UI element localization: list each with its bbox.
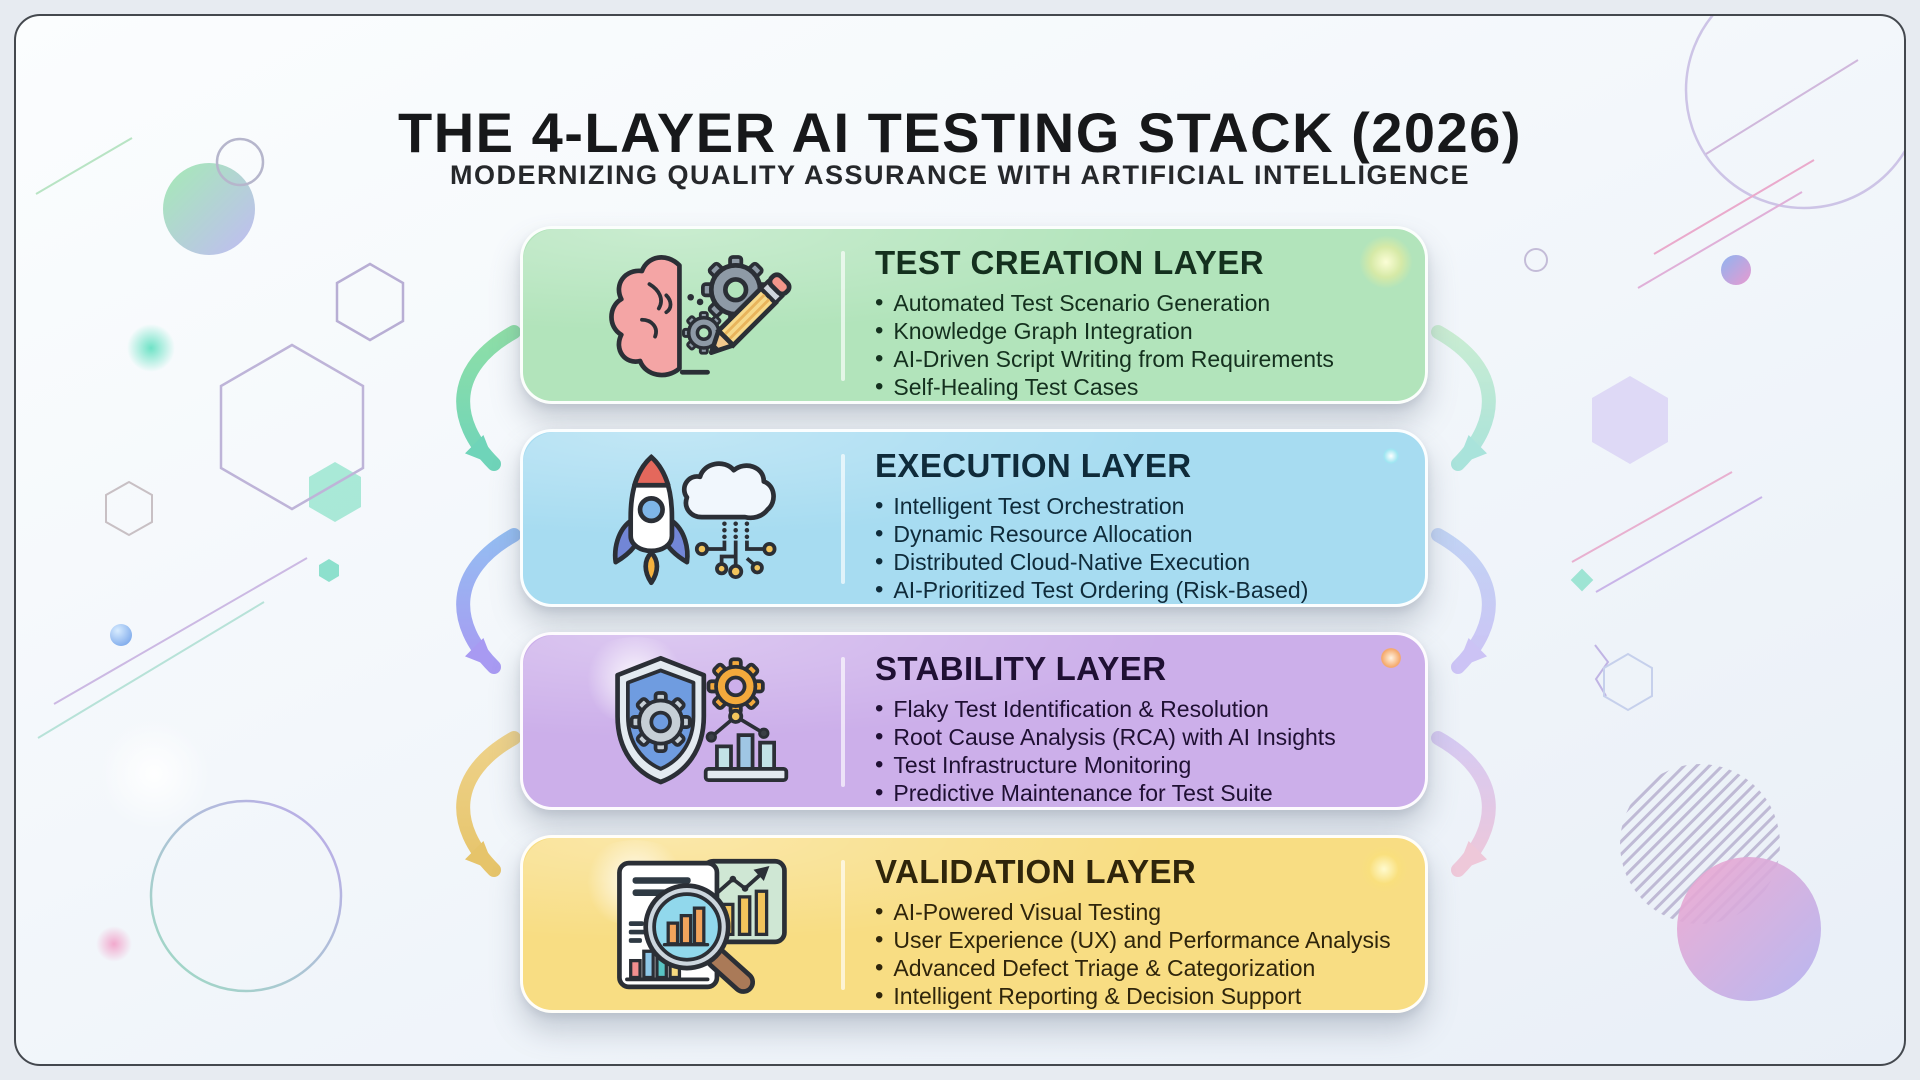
layer-bullet-list: Flaky Test Identification & Resolution R… bbox=[875, 695, 1409, 807]
divider bbox=[841, 251, 845, 381]
bullet-item: Intelligent Test Orchestration bbox=[875, 492, 1409, 520]
bullet-item: AI-Powered Visual Testing bbox=[875, 898, 1409, 926]
layer-title: TEST CREATION LAYER bbox=[875, 244, 1264, 281]
divider bbox=[841, 657, 845, 787]
decor-top-left bbox=[35, 137, 405, 582]
divider bbox=[841, 860, 845, 990]
decor-bottom-left bbox=[37, 557, 343, 993]
bullet-item: Predictive Maintenance for Test Suite bbox=[875, 779, 1409, 807]
bullet-item: Automated Test Scenario Generation bbox=[875, 289, 1409, 317]
bullet-item: Test Infrastructure Monitoring bbox=[875, 751, 1409, 779]
layer-title: STABILITY LAYER bbox=[875, 650, 1167, 687]
flow-arrow-right-2 bbox=[1431, 528, 1496, 674]
rocket-cloud-circuit-icon bbox=[565, 444, 837, 594]
layer-title: VALIDATION LAYER bbox=[875, 853, 1197, 890]
layer-bullet-list: AI-Powered Visual Testing User Experienc… bbox=[875, 898, 1409, 1010]
flow-arrow-left-3 bbox=[456, 731, 521, 877]
bullet-item: AI-Driven Script Writing from Requiremen… bbox=[875, 345, 1409, 373]
layer-bullet-list: Automated Test Scenario Generation Knowl… bbox=[875, 289, 1409, 401]
layer-stack: TEST CREATION LAYER Automated Test Scena… bbox=[520, 226, 1428, 1038]
bullet-item: User Experience (UX) and Performance Ana… bbox=[875, 926, 1409, 954]
flow-arrow-left-1 bbox=[456, 325, 521, 471]
report-magnifier-icon bbox=[565, 850, 837, 1000]
layer-title: EXECUTION LAYER bbox=[875, 447, 1192, 484]
brain-gears-pencil-icon bbox=[565, 241, 837, 391]
flow-arrow-right-3 bbox=[1431, 731, 1496, 877]
shield-gear-chart-icon bbox=[565, 647, 837, 797]
infographic-card: THE 4-LAYER AI TESTING STACK (2026) MODE… bbox=[14, 14, 1906, 1066]
layer-card-execution: EXECUTION LAYER Intelligent Test Orchest… bbox=[520, 429, 1428, 607]
flow-arrow-right-1 bbox=[1431, 325, 1496, 471]
decor-bottom-right bbox=[1620, 764, 1821, 1001]
decor-top-right bbox=[1524, 16, 1904, 712]
divider bbox=[841, 454, 845, 584]
flow-arrow-left-2 bbox=[456, 528, 521, 674]
bullet-item: Advanced Defect Triage & Categorization bbox=[875, 954, 1409, 982]
flow-arrows bbox=[456, 325, 1496, 877]
layer-card-validation: VALIDATION LAYER AI-Powered Visual Testi… bbox=[520, 835, 1428, 1013]
bullet-item: Flaky Test Identification & Resolution bbox=[875, 695, 1409, 723]
layer-card-test-creation: TEST CREATION LAYER Automated Test Scena… bbox=[520, 226, 1428, 404]
layer-bullet-list: Intelligent Test Orchestration Dynamic R… bbox=[875, 492, 1409, 604]
bullet-item: AI-Prioritized Test Ordering (Risk-Based… bbox=[875, 576, 1409, 604]
bullet-item: Root Cause Analysis (RCA) with AI Insigh… bbox=[875, 723, 1409, 751]
page-subtitle: MODERNIZING QUALITY ASSURANCE WITH ARTIF… bbox=[450, 160, 1470, 190]
page-title: THE 4-LAYER AI TESTING STACK (2026) bbox=[398, 100, 1522, 164]
bullet-item: Knowledge Graph Integration bbox=[875, 317, 1409, 345]
bullet-item: Self-Healing Test Cases bbox=[875, 373, 1409, 401]
background-decorations bbox=[35, 16, 1904, 1001]
bullet-item: Intelligent Reporting & Decision Support bbox=[875, 982, 1409, 1010]
bullet-item: Distributed Cloud-Native Execution bbox=[875, 548, 1409, 576]
layer-card-stability: STABILITY LAYER Flaky Test Identificatio… bbox=[520, 632, 1428, 810]
bullet-item: Dynamic Resource Allocation bbox=[875, 520, 1409, 548]
